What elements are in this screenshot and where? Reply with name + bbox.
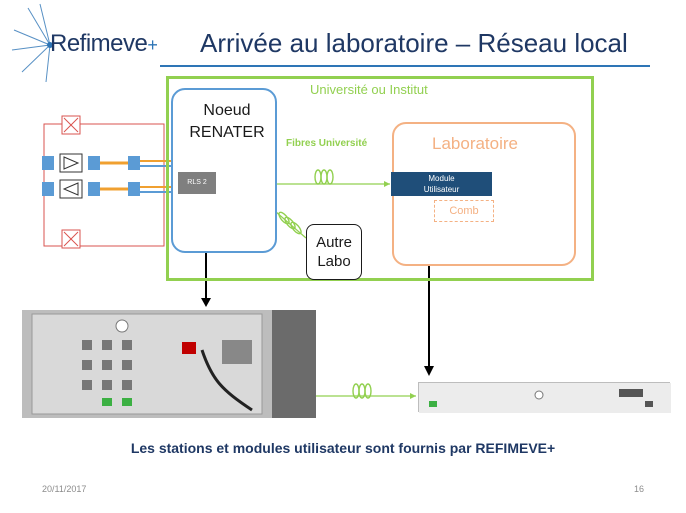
network-schematic [42,115,172,249]
logo-star-center [47,42,53,48]
fibres-label: Fibres Université [286,138,368,149]
university-box [166,76,594,281]
renater-label: Noeud RENATER [171,100,283,144]
renater-label-line1: Noeud [203,102,251,119]
module-label-line1: Module [428,174,455,183]
module-utilisateur-box: Module Utilisateur [391,172,492,196]
renater-node-box [171,88,277,253]
renater-label-line2: RENATER [189,124,265,141]
autre-label-line2: Labo [317,253,351,270]
autre-label-line1: Autre [316,234,352,251]
autre-labo-box: Autre Labo [306,224,362,280]
university-label: Université ou Institut [310,82,428,97]
title-rule [160,65,650,67]
rls-box: RLS 2 [178,172,216,194]
module-photo [418,382,671,413]
logo-plus: + [147,35,158,55]
slide-title: Arrivée au laboratoire – Réseau local [200,28,628,58]
logo: Refimeve+ [50,30,158,58]
station-photo-drawing [22,310,316,418]
page-number: 16 [634,484,645,494]
laboratoire-label: Laboratoire [432,134,519,153]
footer-caption: Les stations et modules utilisateur sont… [130,440,556,456]
module-label-line2: Utilisateur [423,185,460,194]
comb-box: Comb [434,200,494,222]
logo-star-icon [11,3,51,83]
station-photo [22,310,316,418]
footer-date: 20/11/2017 [42,484,87,494]
module-photo-drawing [419,383,671,413]
logo-text: Refimeve [50,30,148,57]
